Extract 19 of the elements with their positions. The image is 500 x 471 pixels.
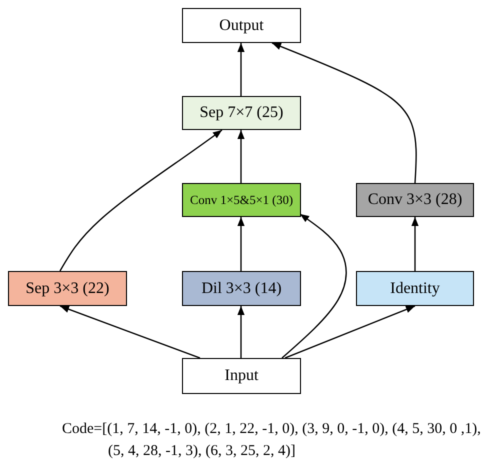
layer-box: Input — [182, 358, 301, 394]
arrow — [237, 43, 245, 96]
arrow — [59, 129, 222, 272]
code-text: Code=[(1, 7, 14, -1, 0), (2, 1, 22, -1, 0), (3, 9, 0, -1, 0), (4, 5, 30, 0 ,1), (5, 4, 28, -1, 3), (6, 3, 25, 2, 4)] — [62, 420, 482, 461]
arrow — [282, 213, 347, 358]
layer-box: Dil 3×3 (14) — [182, 271, 301, 306]
layer-box: Sep 3×3 (22) — [8, 271, 127, 306]
arrow — [237, 130, 245, 183]
arrow — [237, 306, 245, 358]
layer-box: Output — [182, 8, 301, 43]
layer-box: Sep 7×7 (25) — [182, 96, 301, 130]
arrow — [60, 305, 200, 359]
layer-box: Identity — [356, 271, 474, 306]
arrow — [411, 217, 419, 271]
layer-box: Conv 1×5&5×1 (30) — [182, 183, 301, 217]
layer-box: Conv 3×3 (28) — [356, 183, 474, 217]
arrow — [237, 217, 245, 271]
arrow — [272, 42, 417, 184]
arrow — [284, 305, 416, 359]
